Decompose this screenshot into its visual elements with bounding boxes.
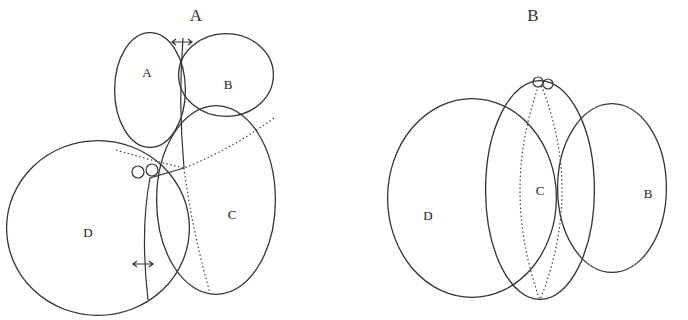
cell-letter: B [224, 78, 233, 91]
blastomere-cell: B [178, 33, 274, 117]
blastomere-cell: B [557, 103, 667, 273]
hidden-boundaries [116, 82, 562, 300]
cell-letter: D [83, 226, 92, 239]
blastomere-cell: D [387, 98, 557, 298]
cell-letter: C [536, 184, 545, 197]
blastomere-cell: C [156, 105, 276, 295]
cell-letter: B [644, 187, 653, 200]
panel-label: B [527, 7, 538, 24]
cell-outline [6, 140, 190, 316]
cell-letter: D [423, 209, 432, 222]
polar-bodies [132, 77, 553, 178]
blastomere-cell: C [485, 80, 595, 300]
blastomere-cell: D [6, 140, 190, 316]
cell-outline [178, 33, 274, 117]
cell-letter: A [142, 66, 151, 79]
cell-letter: C [228, 208, 237, 221]
cell-outline [156, 105, 276, 295]
cell-outline [387, 98, 557, 298]
panel-label: A [190, 7, 202, 24]
spiral-arrows [133, 39, 192, 267]
